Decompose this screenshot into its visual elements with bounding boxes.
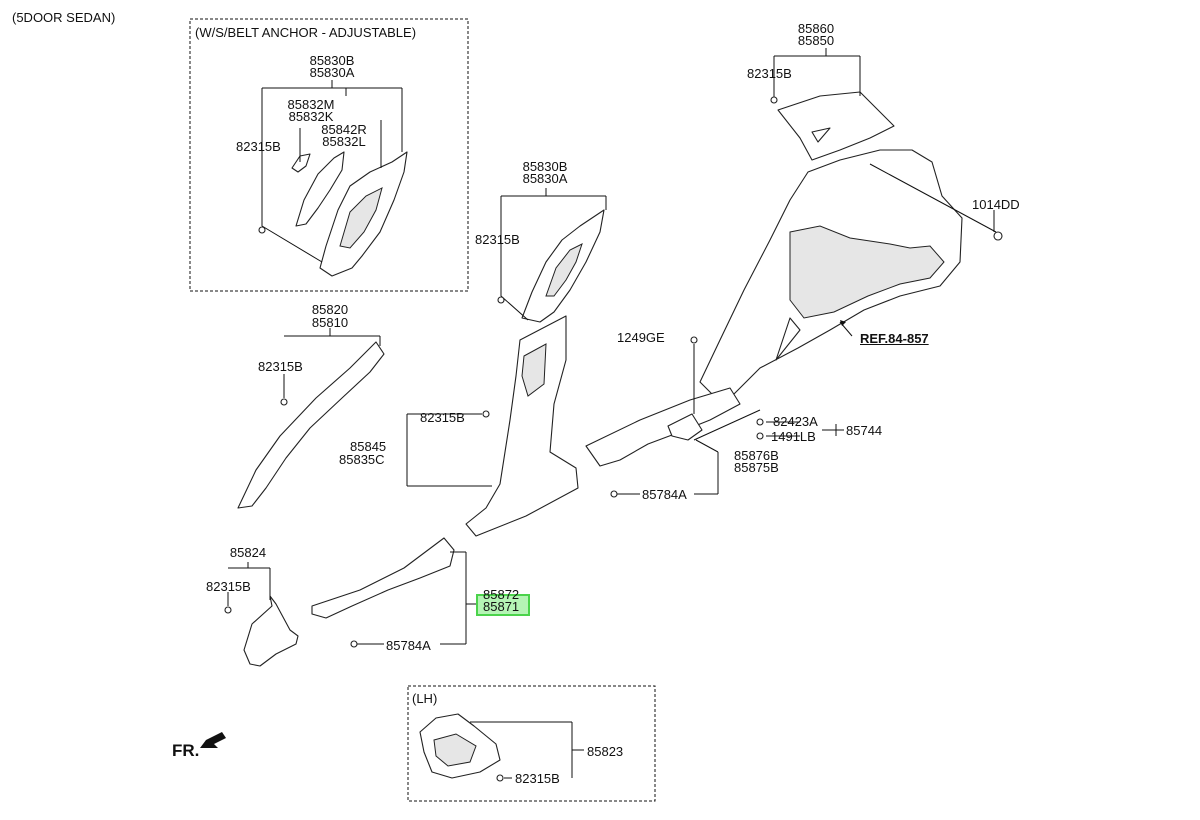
part-label: 1249GE [617,330,665,345]
pillar-trim-adjustable [291,151,408,277]
part-label: 82423A [773,414,818,429]
rear-scuff-plate [585,387,741,467]
part-label: 85820 [311,302,349,317]
part-label: 85744 [846,423,883,438]
lh-box [407,685,656,802]
part-label: 85784A [386,638,431,653]
part-label: 85845 [350,439,387,454]
diagram-title: (5DOOR SEDAN) [12,10,116,25]
part-label: 82315B [515,771,560,786]
reference-link[interactable]: REF.84-857 [860,331,929,346]
part-label: 82315B [236,139,281,154]
part-label: 85850 [797,33,835,48]
part-label: 85810 [311,315,349,330]
part-label: 1491LB [771,429,816,444]
part-label: 85823 [587,744,624,759]
part-label: 1014DD [972,197,1020,212]
b-pillar-upper-trim [521,209,605,323]
part-label: 85830A [522,171,568,186]
part-label: 85860 [797,21,835,36]
front-scuff-plate [311,537,455,619]
part-label: 82315B [475,232,520,247]
part-label: 85832K [288,109,334,124]
front-direction-label: FR. [172,741,200,760]
part-label: 85832M [287,97,335,112]
lh-box-title: (LH) [412,691,438,706]
part-label: 85830B [522,159,568,174]
front-arrow-icon [200,732,226,748]
lh-trim-part [419,713,501,779]
rear-quarter-trim [699,91,963,399]
part-label: 82315B [258,359,303,374]
part-label: 85875B [734,460,779,475]
part-label: 85830B [309,53,355,68]
part-label: 85830A [309,65,355,80]
part-label: 85872 [483,587,520,602]
highlight-selected-part [476,594,530,616]
part-label: 85835C [339,452,385,467]
belt-anchor-box-title: (W/S/BELT ANCHOR - ADJUSTABLE) [195,25,417,40]
part-label: 82315B [747,66,792,81]
b-pillar-lower-trim [465,315,579,537]
part-label: 82315B [206,579,251,594]
part-label: 85824 [229,545,267,560]
part-label: 85876B [734,448,779,463]
kick-panel-trim [243,595,299,667]
a-pillar-trim [237,341,385,509]
part-label: 82315B [420,410,465,425]
part-label: 85842R [321,122,367,137]
part-label: 85832L [322,134,366,149]
part-label-selected[interactable]: 85871 [483,599,520,614]
part-label: 85784A [642,487,687,502]
